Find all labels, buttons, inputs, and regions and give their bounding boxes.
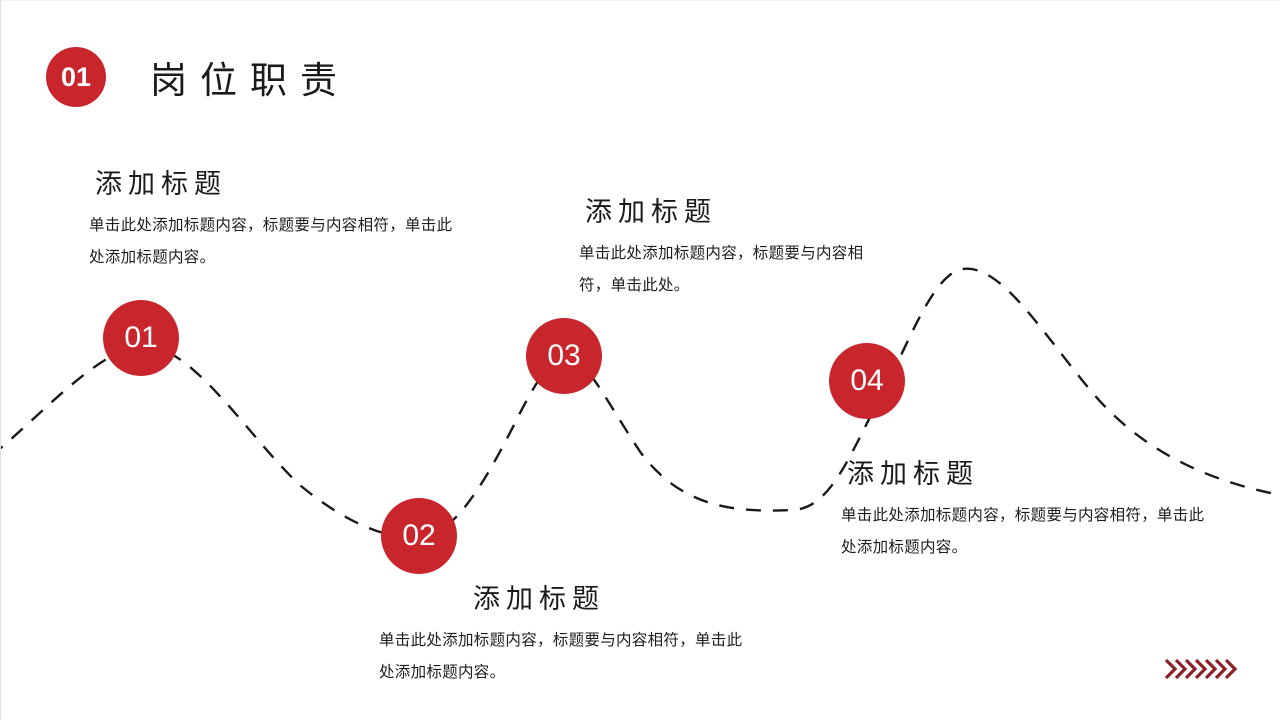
content-block-01-title: 添加标题 (95, 169, 227, 199)
timeline-node-01[interactable]: 01 (103, 300, 179, 376)
content-block-02-title: 添加标题 (473, 584, 605, 614)
timeline-node-01-label: 01 (124, 321, 158, 354)
content-block-04-title: 添加标题 (847, 459, 979, 489)
double-chevron-right-icon (1164, 658, 1238, 680)
content-block-02: 添加标题 单击此处添加标题内容，标题要与内容相符，单击此处添加标题内容。 (379, 584, 751, 689)
timeline-node-02[interactable]: 02 (381, 498, 457, 574)
page-title: 岗位职责 (150, 60, 350, 101)
content-block-02-body: 单击此处添加标题内容，标题要与内容相符，单击此处添加标题内容。 (379, 632, 743, 681)
timeline-node-03[interactable]: 03 (526, 318, 602, 394)
content-block-01-body: 单击此处添加标题内容，标题要与内容相符，单击此处添加标题内容。 (89, 217, 453, 266)
slide-header: 01 岗位职责 (46, 46, 350, 108)
header-section-badge: 01 (46, 47, 106, 107)
header-badge-number: 01 (60, 61, 92, 92)
content-block-01: 添加标题 单击此处添加标题内容，标题要与内容相符，单击此处添加标题内容。 (89, 169, 457, 274)
content-block-03: 添加标题 单击此处添加标题内容，标题要与内容相符，单击此处。 (579, 197, 869, 302)
content-block-03-body: 单击此处添加标题内容，标题要与内容相符，单击此处。 (579, 245, 864, 294)
timeline-node-04[interactable]: 04 (829, 343, 905, 419)
timeline-node-04-label: 04 (850, 364, 884, 397)
timeline-node-02-label: 02 (402, 519, 436, 552)
timeline-node-03-label: 03 (547, 339, 581, 372)
content-block-04: 添加标题 单击此处添加标题内容，标题要与内容相符，单击此处添加标题内容。 (841, 459, 1215, 564)
content-block-03-title: 添加标题 (585, 197, 717, 227)
content-block-04-body: 单击此处添加标题内容，标题要与内容相符，单击此处添加标题内容。 (841, 507, 1205, 556)
